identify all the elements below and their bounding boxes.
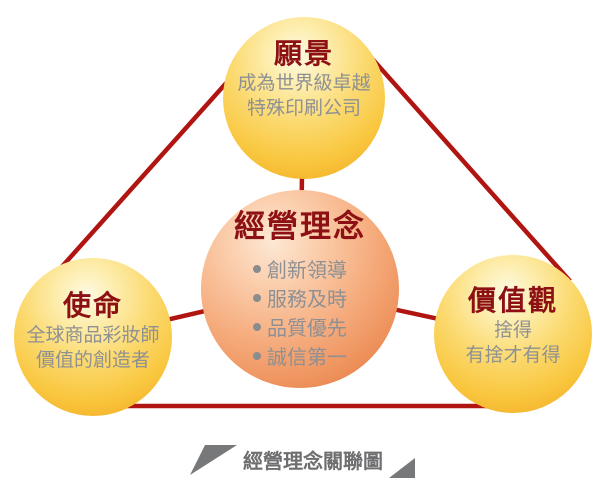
philosophy-item-label: 服務及時: [267, 287, 347, 311]
node-philosophy-heading: 經營理念: [234, 209, 366, 245]
node-values-heading: 價值觀: [467, 284, 558, 317]
philosophy-item: 服務及時: [253, 283, 347, 312]
bullet-icon: [253, 351, 261, 360]
node-vision-line2: 特殊印刷公司: [246, 97, 361, 119]
philosophy-item: 創新領導: [253, 254, 347, 283]
diagram-title: 經營理念關聯圖: [243, 449, 383, 473]
node-mission-line2: 價值的創造者: [35, 349, 150, 371]
node-values-line2: 有捨才有得: [465, 344, 561, 366]
philosophy-item-label: 創新領導: [267, 258, 347, 282]
bullet-icon: [253, 293, 261, 302]
diagram-caption: 經營理念關聯圖: [190, 445, 415, 478]
node-vision-heading: 願景: [273, 37, 334, 70]
triangle-edge-right: [358, 43, 572, 283]
triangle-edge-left: [48, 60, 247, 282]
philosophy-item-label: 誠信第一: [267, 345, 347, 369]
node-mission-heading: 使命: [62, 289, 123, 322]
node-values: 價值觀 捨得 有捨才有得: [434, 255, 592, 413]
node-vision: 願景 成為世界級卓越 特殊印刷公司: [223, 17, 385, 179]
node-mission: 使命 全球商品彩妝師 價值的創造者: [14, 258, 172, 416]
bullet-icon: [253, 264, 261, 273]
philosophy-list: 創新領導 服務及時 品質優先 誠信第一: [253, 254, 347, 370]
right-triangle-icon: [389, 458, 415, 478]
node-vision-line1: 成為世界級卓越: [237, 72, 371, 94]
philosophy-item-label: 品質優先: [267, 316, 347, 340]
node-mission-line1: 全球商品彩妝師: [26, 324, 160, 346]
philosophy-item: 誠信第一: [253, 341, 347, 370]
left-triangle-icon: [190, 445, 237, 475]
node-values-line1: 捨得: [493, 319, 532, 341]
node-philosophy: 經營理念 創新領導 服務及時 品質優先 誠信第一: [201, 190, 399, 388]
philosophy-item: 品質優先: [253, 312, 347, 341]
bullet-icon: [253, 322, 261, 331]
